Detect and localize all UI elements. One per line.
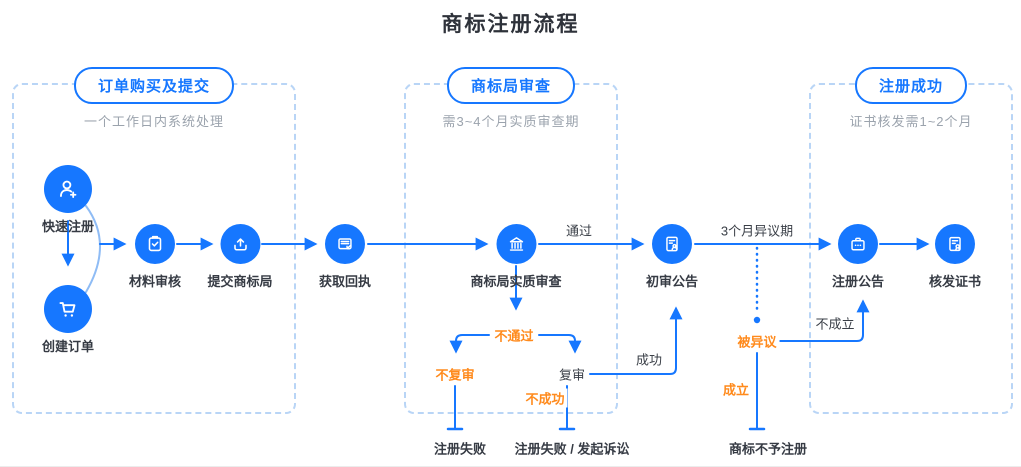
section-badge: 订单购买及提交 [73, 67, 235, 104]
outcome-register-fail-lawsuit: 注册失败 / 发起诉讼 [514, 441, 630, 457]
cart-icon [43, 285, 92, 333]
edge-label-review: 复审 [555, 364, 589, 384]
edge-label-pass: 通过 [562, 220, 596, 240]
bank-icon [495, 224, 536, 264]
edge-label-fail: 不通过 [491, 325, 537, 345]
section-subtitle: 一个工作日内系统处理 [83, 114, 224, 129]
user-add-icon [43, 165, 92, 213]
section-badge: 商标局审查 [446, 67, 576, 104]
node-issue-certificate: 核发证书 [929, 224, 981, 290]
node-label: 快速注册 [41, 219, 95, 234]
upload-icon [219, 224, 260, 264]
section-register-success: 注册成功 证书核发需1~2个月 [809, 67, 1013, 414]
section-badge: 注册成功 [854, 67, 968, 104]
node-label: 创建订单 [41, 339, 95, 354]
document-user-icon [651, 224, 692, 264]
node-substantive-exam: 商标局实质审查 [470, 224, 562, 290]
section-order-purchase: 订单购买及提交 一个工作日内系统处理 [12, 67, 296, 414]
edge-label-not-established: 不成立 [812, 313, 858, 333]
page-title: 商标注册流程 [441, 13, 580, 36]
edge-label-success: 成功 [632, 349, 666, 369]
edge-label-unsuccessful: 不成功 [522, 388, 568, 408]
section-subtitle: 需3~4个月实质审查期 [442, 114, 580, 129]
certificate-icon [934, 224, 975, 264]
node-label: 注册公告 [831, 274, 885, 289]
node-label: 初审公告 [645, 274, 699, 289]
node-label: 核发证书 [928, 274, 982, 289]
edge-label-established: 成立 [719, 379, 753, 399]
briefcase-icon [837, 224, 878, 264]
edge-label-objected: 被异议 [734, 331, 780, 351]
node-preliminary-announcement: 初审公告 [646, 224, 698, 290]
node-quick-register: 快速注册 [42, 165, 94, 235]
outcome-register-fail: 注册失败 [433, 441, 487, 457]
section-subtitle: 证书核发需1~2个月 [849, 114, 973, 129]
node-submit-office: 提交商标局 [207, 224, 273, 290]
outcome-not-registered: 商标不予注册 [728, 441, 808, 457]
node-material-review: 材料审核 [129, 224, 181, 290]
node-get-receipt: 获取回执 [319, 224, 371, 290]
node-label: 材料审核 [128, 274, 182, 289]
node-label: 获取回执 [318, 274, 372, 289]
mail-receipt-icon [324, 224, 365, 264]
node-registration-announcement: 注册公告 [832, 224, 884, 290]
section-office-review: 商标局审查 需3~4个月实质审查期 [404, 67, 618, 414]
node-label: 商标局实质审查 [470, 274, 562, 289]
node-label: 提交商标局 [207, 274, 273, 289]
node-create-order: 创建订单 [42, 285, 94, 355]
edge-label-objection-period: 3个月异议期 [717, 220, 797, 240]
clipboard-check-icon [134, 224, 175, 264]
edge-label-no-review: 不复审 [432, 364, 478, 384]
